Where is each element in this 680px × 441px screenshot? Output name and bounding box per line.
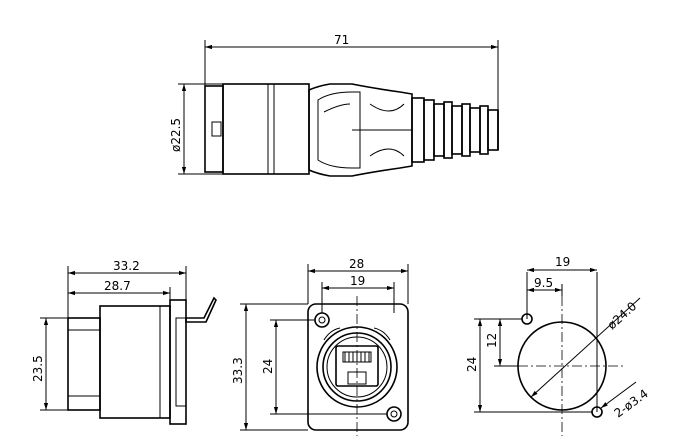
dim-12-label: 12	[485, 333, 499, 348]
dimension-holes: 2-ø3.4	[600, 381, 651, 421]
dimension-diameter-22-5: ø22.5	[169, 83, 223, 175]
side-pcb-tab	[185, 296, 217, 323]
dimension-diameter-24: ø24.0	[530, 297, 641, 398]
dimension-28: 28	[307, 257, 409, 304]
dim-28-7-label: 28.7	[104, 279, 131, 293]
dimension-19-front: 19	[321, 274, 395, 313]
dim-28-label: 28	[349, 257, 364, 271]
dim-24-cutout-label: 24	[465, 357, 479, 372]
front-housing	[204, 85, 224, 173]
side-flange	[169, 299, 187, 425]
lock-cap	[308, 83, 413, 177]
side-view-panel-jack	[67, 296, 217, 425]
dimension-19-cutout: 19	[527, 255, 597, 273]
dimension-23-5: 23.5	[31, 317, 68, 411]
dim-33-2-label: 33.2	[113, 259, 140, 273]
dim-19-front-label: 19	[350, 274, 365, 288]
dimension-71: 71	[204, 33, 499, 110]
dim-24-front-label: 24	[261, 359, 275, 374]
main-body	[222, 83, 310, 175]
front-flange	[307, 303, 409, 431]
dimension-33-3: 33.3	[231, 303, 308, 431]
dimension-33-2: 33.2	[67, 259, 187, 318]
dimension-12: 12	[485, 319, 518, 367]
dimension-24-cutout: 24	[465, 318, 592, 413]
mount-hole-top-left	[314, 312, 330, 328]
dimension-24-front: 24	[261, 319, 387, 415]
dim-holes-label: 2-ø3.4	[612, 387, 651, 421]
dim-71-label: 71	[334, 33, 349, 47]
dimension-28-7: 28.7	[68, 279, 171, 300]
dim-22-5-label: ø22.5	[169, 118, 183, 152]
dimension-9-5: 9.5	[527, 276, 563, 296]
panel-cutout-view	[500, 272, 624, 436]
dim-9-5-label: 9.5	[534, 276, 553, 290]
dim-33-3-label: 33.3	[231, 357, 245, 384]
mount-hole-bottom-right	[386, 406, 402, 422]
dim-diameter-24-label: ø24.0	[605, 299, 640, 332]
strain-relief-boot	[423, 99, 499, 161]
dim-23-5-label: 23.5	[31, 355, 45, 382]
dim-19-cutout-label: 19	[555, 255, 570, 269]
top-view-connector	[204, 83, 499, 177]
front-view-panel-jack	[307, 296, 409, 436]
